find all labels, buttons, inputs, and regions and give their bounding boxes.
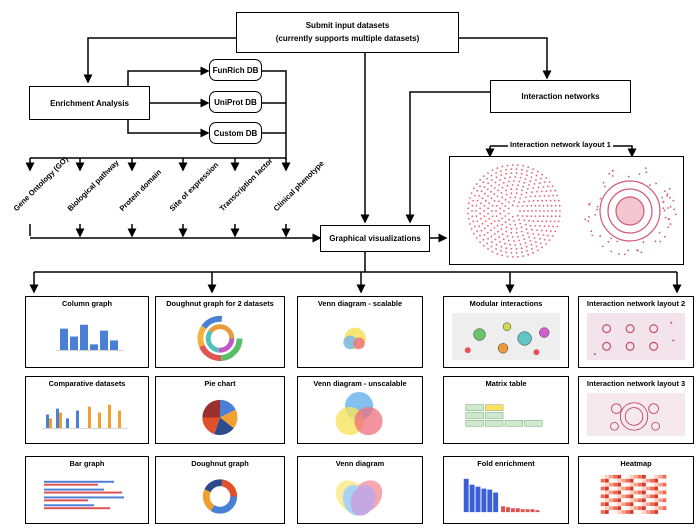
panel-title: Comparative datasets [26,379,148,388]
panel-bar-graph: Bar graph [25,456,149,524]
panel-title: Matrix table [444,379,568,388]
panel-title: Column graph [26,299,148,308]
interaction-networks-box: Interaction networks [490,80,631,113]
graphical-label: Graphical visualizations [329,234,421,243]
db-label: Custom DB [214,129,258,138]
uniprot-db-box: UniProt DB [209,91,262,113]
panel-venn-unscalable: Venn diagram - unscalable [297,376,423,444]
panel-network-layout-3: Interaction network layout 3 [578,376,694,444]
network-ring-image [580,161,680,261]
panel-comparative-datasets: Comparative datasets [25,376,149,444]
db-label: FunRich DB [213,66,259,75]
db-label: UniProt DB [214,98,257,107]
panel-doughnut-2-datasets: Doughnut graph for 2 datasets [155,296,285,368]
panel-fold-enrichment: Fold enrichment [443,456,569,524]
interaction-label: Interaction networks [521,92,599,101]
network-circle-image [454,161,574,261]
panel-title: Interaction network layout 3 [579,379,693,388]
panel-title: Doughnut graph for 2 datasets [156,299,284,308]
enrichment-label: Enrichment Analysis [50,99,129,108]
panel-title: Venn diagram [298,459,422,468]
submit-datasets-box: Submit input datasets (currently support… [236,12,459,53]
panel-title: Heatmap [579,459,693,468]
panel-column-graph: Column graph [25,296,149,368]
panel-network-layout-2: Interaction network layout 2 [578,296,694,368]
panel-title: Venn diagram - unscalable [298,379,422,388]
submit-subtitle: (currently supports multiple datasets) [276,33,420,45]
panel-title: Venn diagram - scalable [298,299,422,308]
enrichment-analysis-box: Enrichment Analysis [29,86,150,120]
panel-pie-chart: Pie chart [155,376,285,444]
graphical-visualizations-box: Graphical visualizations [320,225,430,252]
layout1-images [449,156,684,265]
panel-venn-diagram: Venn diagram [297,456,423,524]
panel-title: Bar graph [26,459,148,468]
panel-matrix-table: Matrix table [443,376,569,444]
panel-doughnut-graph: Doughnut graph [155,456,285,524]
panel-title: Fold enrichment [444,459,568,468]
custom-db-box: Custom DB [209,122,262,144]
panel-heatmap: Heatmap [578,456,694,524]
panel-title: Pie chart [156,379,284,388]
panel-venn-scalable: Venn diagram - scalable [297,296,423,368]
layout1-label: Interaction network layout 1 [508,140,613,149]
panel-title: Modular interactions [444,299,568,308]
funrich-db-box: FunRich DB [209,59,262,81]
submit-title: Submit input datasets [306,20,390,32]
panel-title: Interaction network layout 2 [579,299,693,308]
panel-title: Doughnut graph [156,459,284,468]
panel-modular-interactions: Modular interactions [443,296,569,368]
